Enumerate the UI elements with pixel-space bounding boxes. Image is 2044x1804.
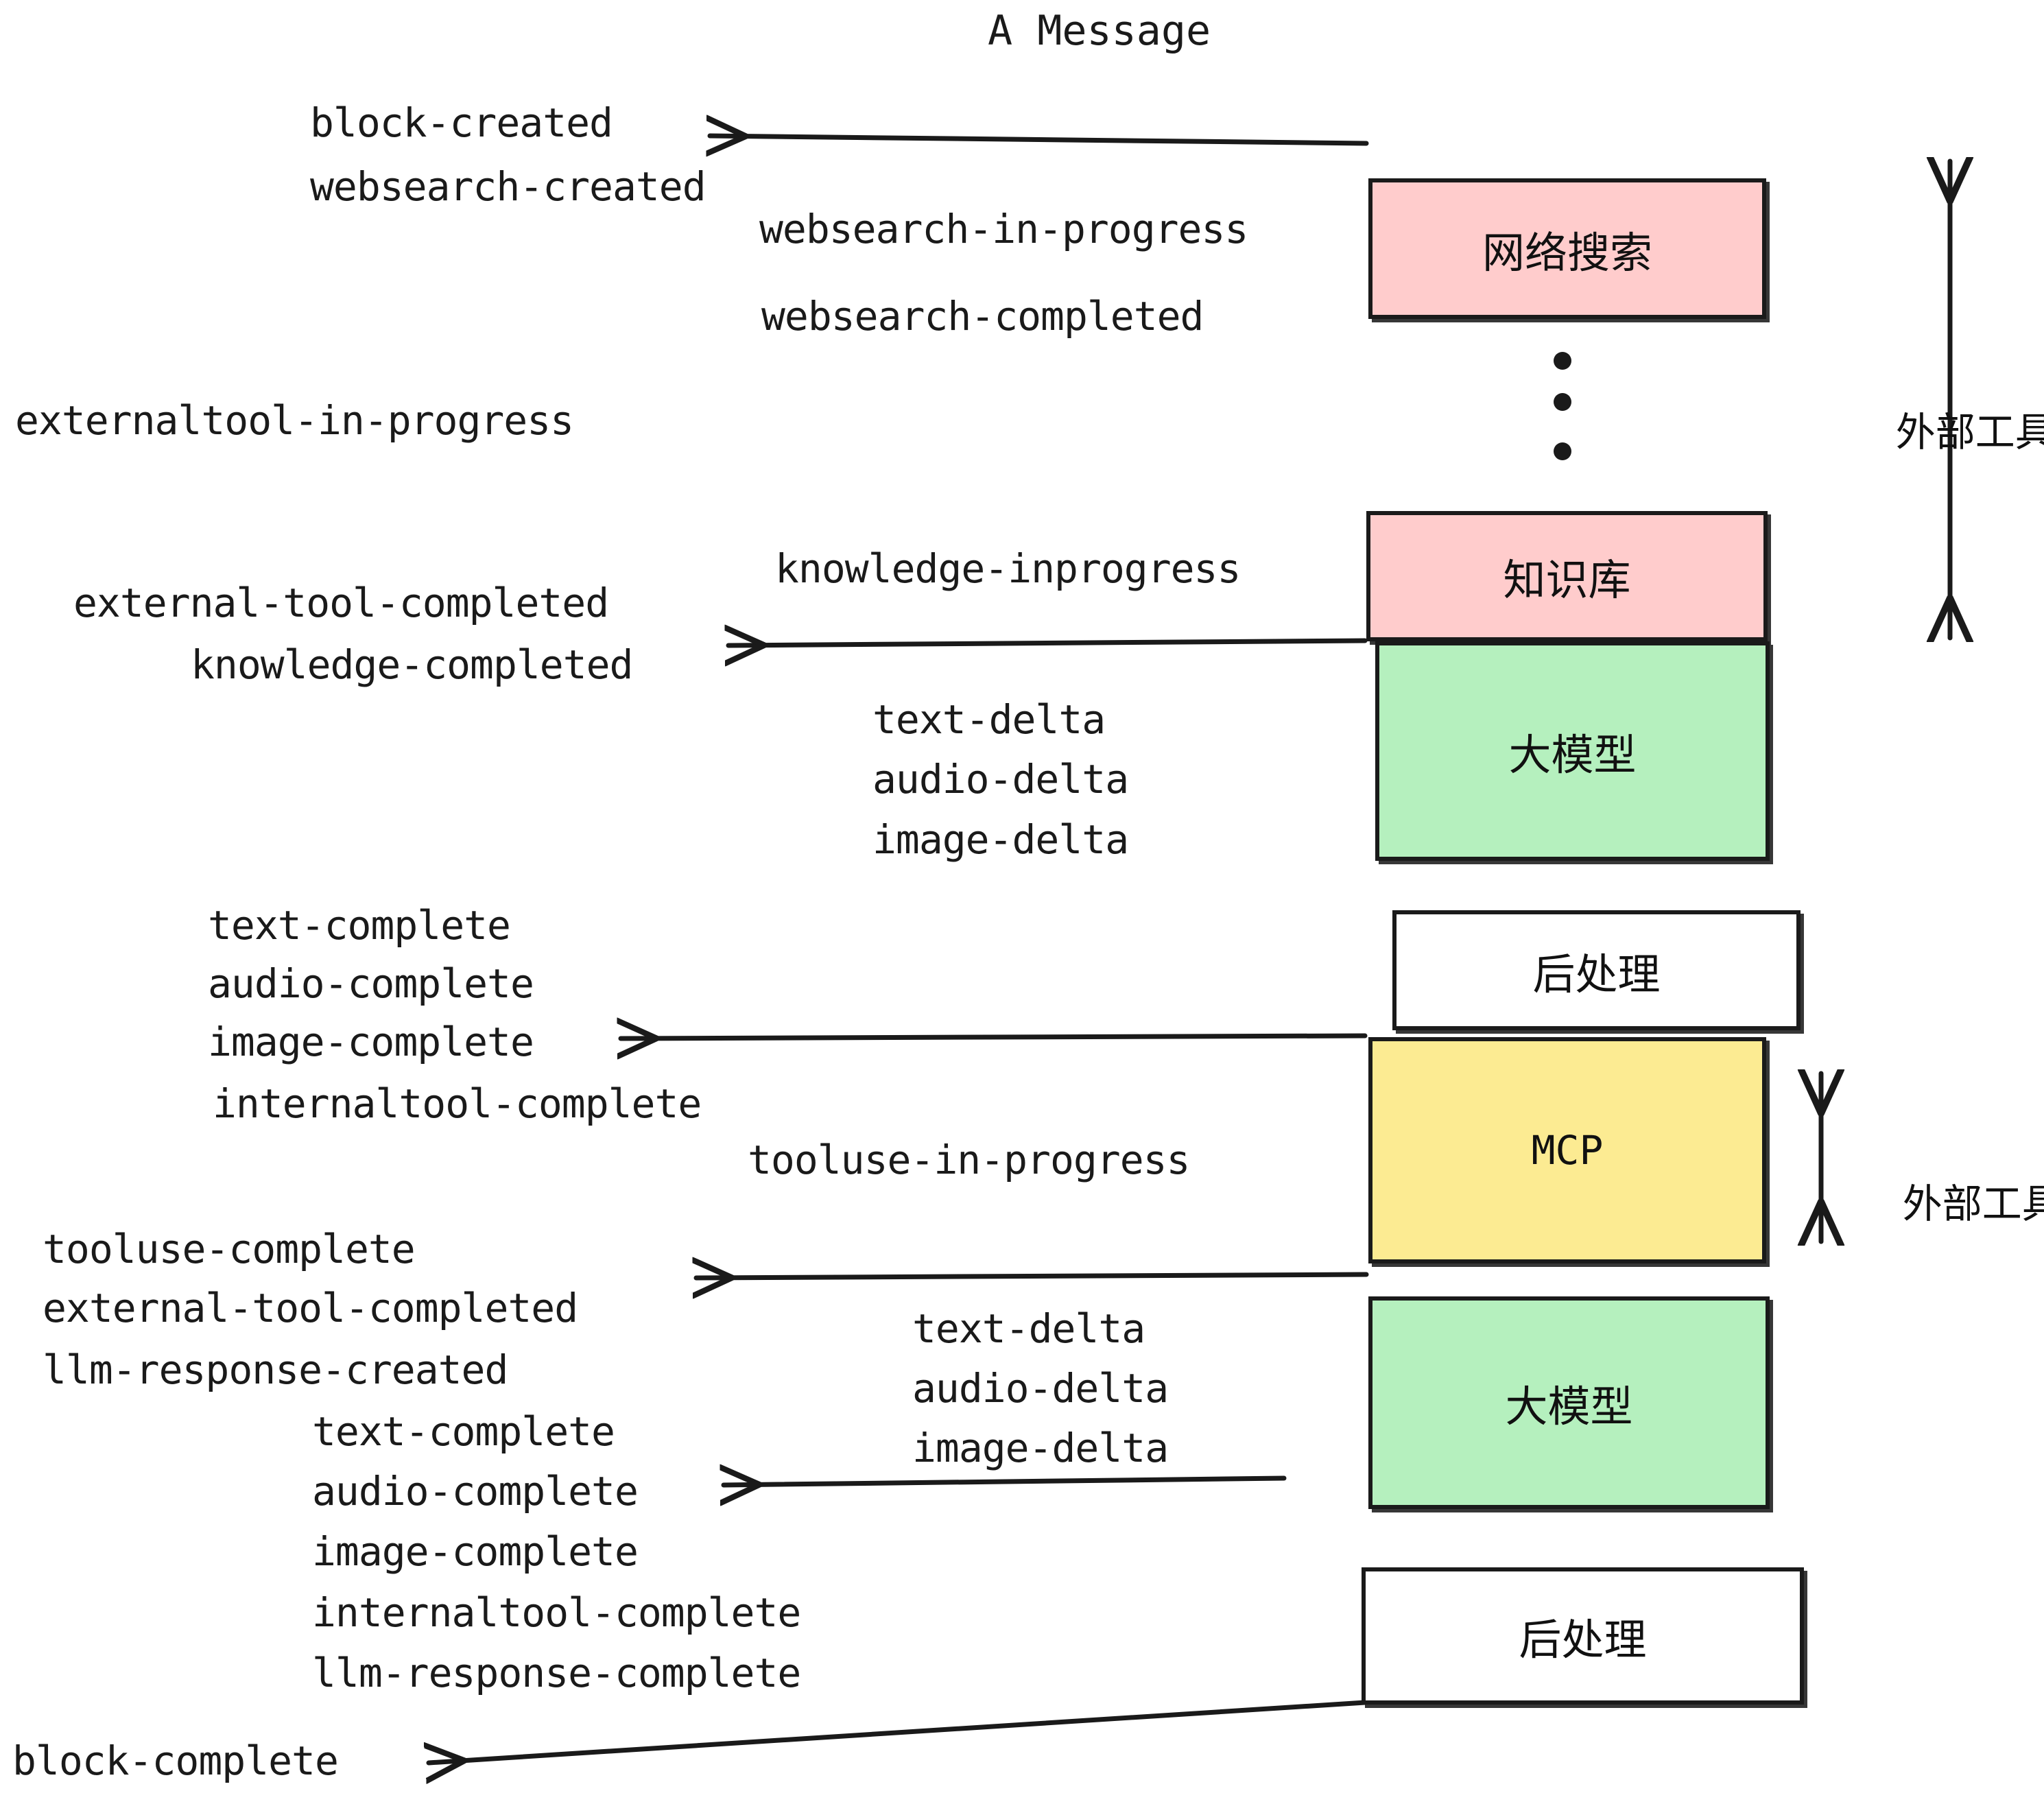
event-image-complete-2: image-complete bbox=[312, 1528, 639, 1575]
node-postprocess-2[interactable]: 后处理 bbox=[1362, 1567, 1804, 1705]
event-audio-complete-1: audio-complete bbox=[208, 960, 534, 1007]
ellipsis-dot-1 bbox=[1554, 352, 1571, 370]
diagram-title: A Message bbox=[988, 7, 1211, 55]
node-websearch[interactable]: 网络搜索 bbox=[1368, 178, 1766, 319]
node-llm-1[interactable]: 大模型 bbox=[1375, 641, 1770, 861]
event-llm-response-complete: llm-response-complete bbox=[312, 1650, 801, 1696]
event-internaltool-complete-2: internaltool-complete bbox=[312, 1589, 801, 1636]
event-text-delta-1: text-delta bbox=[872, 696, 1106, 743]
node-postprocess-1-label: 后处理 bbox=[1532, 949, 1661, 999]
node-llm-2-label: 大模型 bbox=[1505, 1381, 1633, 1432]
event-external-tool-completed-1: external-tool-completed bbox=[73, 580, 609, 626]
event-text-complete-2: text-complete bbox=[312, 1408, 615, 1455]
external-tools-label-bottom-text: 外部工具 bbox=[1902, 1180, 2044, 1227]
external-tools-label-bottom: 外部工具 bbox=[1852, 1125, 2044, 1276]
external-tools-label-top-text: 外部工具 bbox=[1895, 409, 2044, 455]
ellipsis-dot-3 bbox=[1554, 442, 1571, 460]
event-block-complete: block-complete bbox=[12, 1737, 339, 1784]
event-image-complete-1: image-complete bbox=[208, 1019, 534, 1065]
event-internaltool-complete-1: internaltool-complete bbox=[213, 1080, 702, 1127]
event-image-delta-2: image-delta bbox=[912, 1425, 1169, 1471]
arrow-knowledge-to-knowledgecompleted bbox=[728, 641, 1368, 645]
event-websearch-completed: websearch-completed bbox=[761, 293, 1204, 340]
node-llm-2[interactable]: 大模型 bbox=[1368, 1296, 1770, 1509]
event-websearch-created: websearch-created bbox=[310, 163, 706, 210]
event-tooluse-complete: tooluse-complete bbox=[43, 1226, 416, 1272]
event-image-delta-1: image-delta bbox=[872, 816, 1129, 863]
external-tools-label-top: 外部工具 bbox=[1845, 353, 2044, 504]
arrow-llm1-to-imagecomplete bbox=[621, 1036, 1368, 1039]
event-external-tool-completed-2: external-tool-completed bbox=[43, 1285, 578, 1331]
arrow-websearch-to-blockcreated bbox=[710, 136, 1369, 143]
node-postprocess-2-label: 后处理 bbox=[1519, 1615, 1647, 1665]
event-knowledge-completed: knowledge-completed bbox=[191, 641, 633, 688]
event-text-complete-1: text-complete bbox=[208, 902, 511, 949]
event-audio-delta-1: audio-delta bbox=[872, 756, 1129, 803]
event-audio-complete-2: audio-complete bbox=[312, 1468, 639, 1515]
event-tooluse-in-progress: tooluse-in-progress bbox=[748, 1137, 1190, 1183]
arrow-postprocess2-to-blockcomplete bbox=[429, 1700, 1368, 1763]
node-postprocess-1[interactable]: 后处理 bbox=[1392, 910, 1801, 1030]
arrow-mcp-to-tooluse-complete bbox=[696, 1274, 1369, 1278]
event-audio-delta-2: audio-delta bbox=[912, 1365, 1169, 1412]
node-mcp-label: MCP bbox=[1531, 1127, 1604, 1174]
node-knowledge[interactable]: 知识库 bbox=[1366, 511, 1768, 641]
node-websearch-label: 网络搜索 bbox=[1482, 227, 1652, 278]
event-websearch-in-progress: websearch-in-progress bbox=[759, 206, 1248, 252]
node-knowledge-label: 知识库 bbox=[1503, 555, 1631, 605]
event-text-delta-2: text-delta bbox=[912, 1305, 1145, 1352]
event-llm-response-created: llm-response-created bbox=[43, 1346, 508, 1393]
arrow-llm2-to-audiocomplete bbox=[724, 1478, 1287, 1485]
node-mcp[interactable]: MCP bbox=[1368, 1037, 1766, 1263]
node-llm-1-label: 大模型 bbox=[1508, 730, 1637, 780]
event-block-created: block-created bbox=[310, 99, 613, 146]
event-externaltool-in-progress: externaltool-in-progress bbox=[15, 397, 574, 444]
event-knowledge-inprogress: knowledge-inprogress bbox=[775, 545, 1241, 592]
ellipsis-dot-2 bbox=[1554, 393, 1571, 411]
